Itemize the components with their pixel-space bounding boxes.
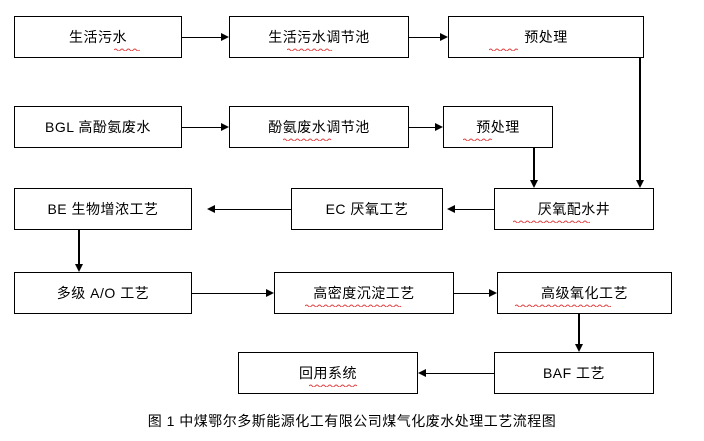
connector-be-to-ao — [78, 230, 80, 264]
node-label: 多级 A/O 工艺 — [56, 285, 150, 301]
node-label: 高密度沉淀工艺 — [313, 285, 415, 301]
connector-phenol-tank-to-pretreatment2 — [409, 127, 435, 128]
node-baf-process: BAF 工艺 — [494, 352, 654, 394]
node-bgl-high-phenol-ammonia-wastewater: BGL 高酚氨废水 — [14, 106, 182, 148]
node-high-density-sedimentation-process: 高密度沉淀工艺 — [274, 272, 454, 314]
connector-pretreatment2-to-well — [533, 148, 535, 180]
node-pretreatment-2: 预处理 — [443, 106, 553, 148]
arrowhead — [221, 33, 229, 41]
node-label: 酚氨废水调节池 — [268, 119, 370, 135]
connector-bgl-to-phenol-tank — [182, 127, 221, 128]
node-anaerobic-water-distribution-well: 厌氧配水井 — [494, 188, 654, 230]
connector-sewage-to-tank — [182, 37, 221, 38]
node-label: BE 生物增浓工艺 — [47, 201, 159, 217]
node-label: EC 厌氧工艺 — [325, 201, 409, 217]
node-label: 回用系统 — [299, 365, 357, 381]
connector-tank-to-pretreatment1 — [409, 37, 440, 38]
connector-ao-to-sedimentation — [192, 293, 266, 294]
arrowhead — [75, 264, 83, 272]
node-ec-anaerobic-process: EC 厌氧工艺 — [291, 188, 443, 230]
arrowhead — [489, 289, 497, 297]
connector-well-to-ec — [455, 209, 494, 210]
node-label: 预处理 — [476, 119, 520, 135]
node-label: 厌氧配水井 — [537, 201, 611, 217]
node-phenol-ammonia-regulating-tank: 酚氨废水调节池 — [229, 106, 409, 148]
node-label: 生活污水 — [69, 29, 127, 45]
node-domestic-sewage-regulating-tank: 生活污水调节池 — [229, 16, 409, 58]
node-be-bio-concentration-process: BE 生物增浓工艺 — [14, 188, 192, 230]
arrowhead — [207, 205, 215, 213]
node-label: 预处理 — [524, 29, 568, 45]
arrowhead — [530, 180, 538, 188]
node-reuse-system: 回用系统 — [238, 352, 418, 394]
node-multistage-ao-process: 多级 A/O 工艺 — [14, 272, 192, 314]
connector-sedimentation-to-oxidation — [454, 293, 489, 294]
arrowhead — [440, 33, 448, 41]
arrowhead — [266, 289, 274, 297]
arrowhead — [221, 123, 229, 131]
connector-ec-to-be — [215, 209, 291, 210]
node-label: 生活污水调节池 — [268, 29, 370, 45]
node-label: 高级氧化工艺 — [541, 285, 628, 301]
arrowhead — [418, 369, 426, 377]
node-label: BGL 高酚氨废水 — [45, 119, 151, 135]
node-advanced-oxidation-process: 高级氧化工艺 — [497, 272, 672, 314]
arrowhead — [435, 123, 443, 131]
node-pretreatment-1: 预处理 — [448, 16, 644, 58]
connector-pretreatment1-to-well — [639, 58, 641, 180]
node-label: BAF 工艺 — [542, 365, 606, 381]
arrowhead — [447, 205, 455, 213]
node-domestic-sewage: 生活污水 — [14, 16, 182, 58]
figure-caption: 图 1 中煤鄂尔多斯能源化工有限公司煤气化废水处理工艺流程图 — [147, 413, 557, 429]
connector-baf-to-reuse — [426, 373, 494, 374]
connector-oxidation-to-baf — [578, 314, 580, 344]
arrowhead — [575, 344, 583, 352]
arrowhead — [636, 180, 644, 188]
